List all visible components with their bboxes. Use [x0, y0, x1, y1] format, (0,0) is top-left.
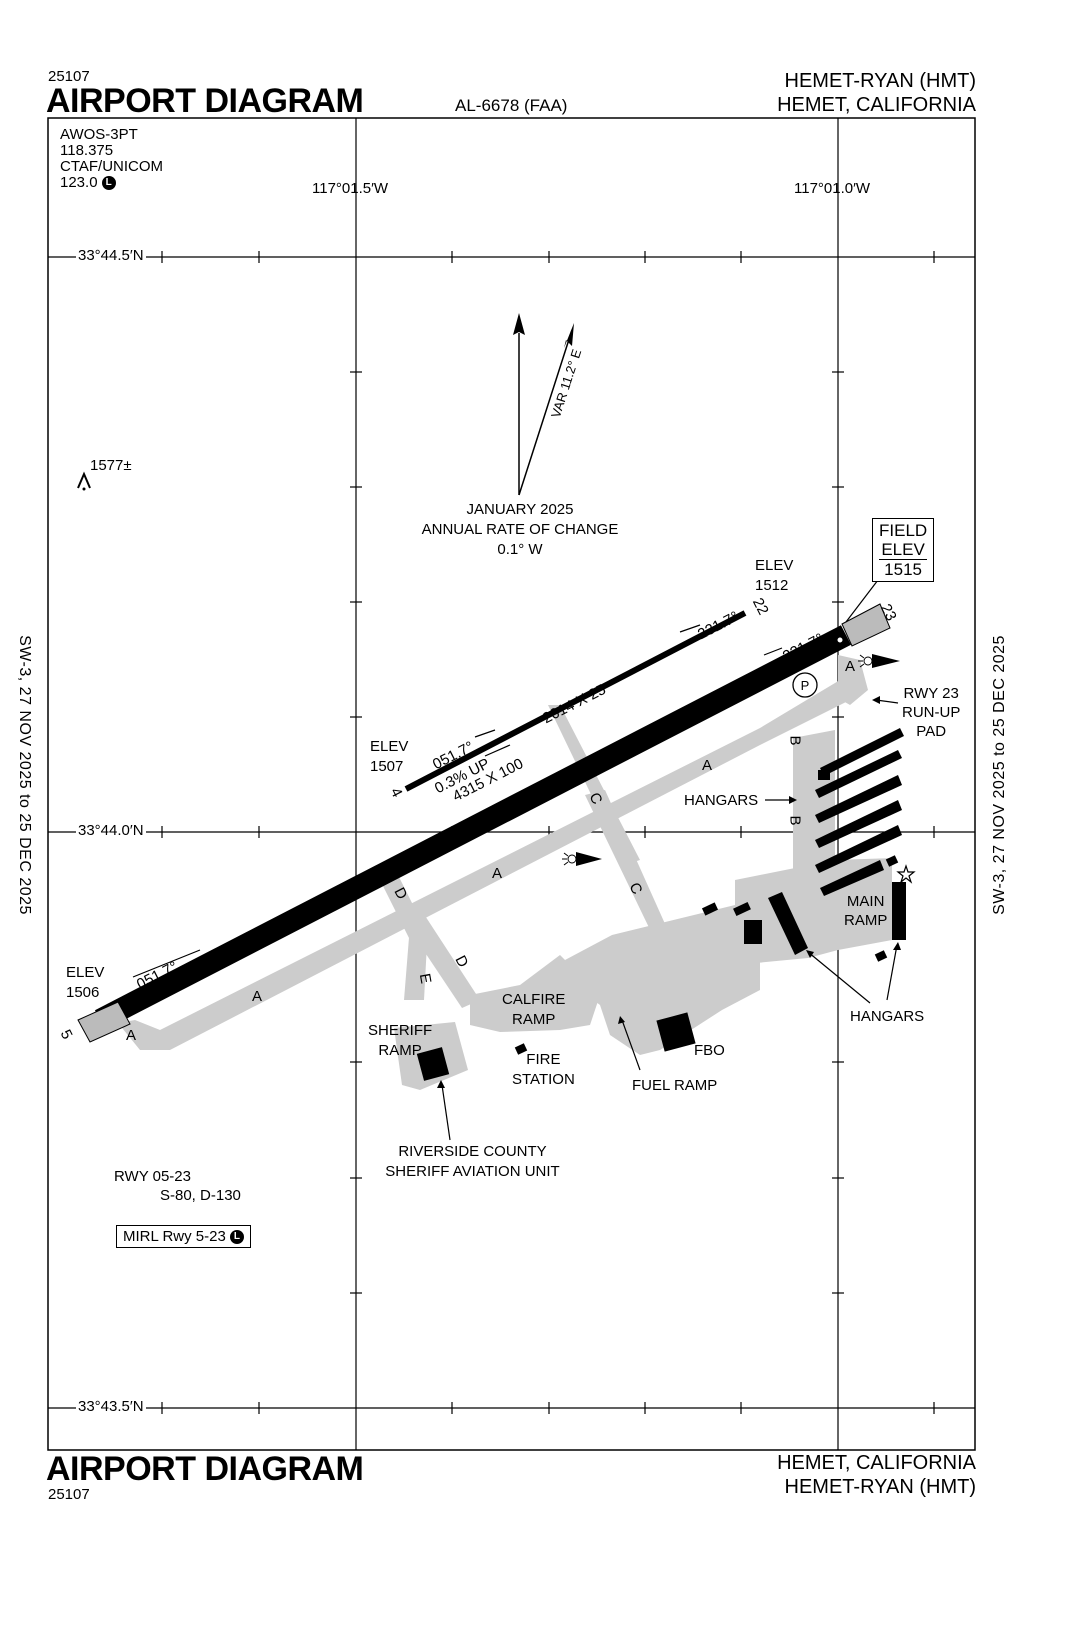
field-elev-box: FIELD ELEV 1515 — [872, 518, 935, 582]
obstacle-icon — [77, 471, 91, 489]
runup-pad-line2: RUN-UP — [902, 704, 961, 721]
field-elev-label1: FIELD — [879, 521, 928, 540]
magnetic-north-line — [518, 329, 573, 496]
al-number: AL-6678 (FAA) — [455, 96, 568, 115]
windsock-icon — [858, 654, 900, 668]
mirl-box: MIRL Rwy 5-23 L — [116, 1225, 251, 1248]
hangars — [416, 728, 906, 1081]
calfire-line1: CALFIRE — [502, 991, 566, 1008]
lat-top: 33°44.5′N — [76, 247, 146, 264]
fuel-ramp-label: FUEL RAMP — [632, 1077, 718, 1094]
rwy-5-overrun — [77, 1001, 131, 1043]
fire-station-label: FIRE STATION — [512, 1050, 575, 1090]
main-ramp-line2: RAMP — [844, 912, 888, 929]
mag-rate-label: ANNUAL RATE OF CHANGE — [421, 521, 619, 538]
rwy-5-elev-label: ELEV — [66, 964, 105, 981]
rwy-info-label: RWY 05-23 — [114, 1168, 191, 1185]
parking-label: P — [801, 678, 810, 693]
obstacle-elev: 1577± — [90, 457, 132, 474]
chart-number-top: 25107 — [48, 68, 90, 85]
rwy-23-overrun — [841, 603, 891, 647]
mag-epoch: JANUARY 2025 — [466, 501, 574, 518]
hangars-label-top: HANGARS — [684, 792, 759, 809]
riverside-line2: SHERIFF AVIATION UNIT — [385, 1163, 560, 1180]
taxiway-a-label: A — [252, 988, 263, 1005]
hangars-label-bottom: HANGARS — [850, 1008, 925, 1025]
page-title-bottom: AIRPORT DIAGRAM — [46, 1450, 364, 1488]
magnetic-north-arrowhead — [564, 323, 574, 348]
main-ramp-line1: MAIN — [846, 893, 885, 910]
grid-ticks — [161, 251, 935, 1414]
map-frame — [47, 117, 976, 1451]
chart-number-bottom: 25107 — [48, 1486, 90, 1503]
leader-lines — [132, 579, 899, 1141]
side-text-left: SW-3, 27 NOV 2025 to 25 DEC 2025 — [16, 635, 33, 915]
side-text-right: SW-3, 27 NOV 2025 to 25 DEC 2025 — [991, 635, 1008, 915]
runway-5-23 — [94, 625, 852, 1030]
runup-pad-label: RWY 23 RUN-UP PAD — [902, 684, 960, 741]
runup-pad-line3: PAD — [916, 723, 947, 740]
mirl-label: MIRL Rwy 5-23 — [123, 1228, 226, 1245]
taxiway-a-label: A — [845, 658, 856, 675]
mag-rate: 0.1° W — [497, 541, 543, 558]
taxiway-a-label: A — [492, 865, 503, 882]
rwy-5-elev: 1506 — [66, 984, 100, 1001]
fire-station-line2: STATION — [512, 1071, 575, 1088]
riverside-label: RIVERSIDE COUNTY SHERIFF AVIATION UNIT — [385, 1142, 560, 1182]
lon-right: 117°01.0′W — [794, 180, 871, 197]
taxiway-a-label: A — [126, 1027, 137, 1044]
taxiway-b-label: B — [786, 735, 804, 746]
sheriff-ramp-label: SHERIFF RAMP — [368, 1021, 432, 1061]
sheriff-line1: SHERIFF — [368, 1022, 433, 1039]
field-elev-point — [836, 636, 844, 644]
main-ramp-label: MAIN RAMP — [844, 892, 887, 930]
parking-icon — [792, 672, 818, 698]
rwy-4-elev-block: ELEV 1507 — [370, 737, 408, 777]
airport-name-bottom: HEMET-RYAN (HMT) — [784, 1476, 976, 1498]
awos-freq: 118.375 — [60, 142, 114, 159]
fbo-label: FBO — [694, 1042, 725, 1059]
calfire-ramp-label: CALFIRE RAMP — [502, 990, 565, 1030]
rwy-5-elev-block: ELEV 1506 — [66, 963, 104, 1003]
city-top: HEMET, CALIFORNIA — [777, 94, 976, 116]
taxiway-a-label: A — [702, 757, 713, 774]
runup-pad-line1: RWY 23 — [903, 685, 959, 702]
rwy-22-elev: 1512 — [755, 577, 789, 594]
city-bottom: HEMET, CALIFORNIA — [777, 1452, 976, 1474]
windsock-icon — [562, 852, 602, 866]
rwy-22-elev-block: ELEV 1512 — [755, 556, 793, 596]
ctaf-label: CTAF/UNICOM — [60, 158, 164, 175]
calfire-line2: RAMP — [512, 1011, 556, 1028]
leader-arrowheads — [437, 696, 901, 1088]
ctaf-freq: 123.0 — [60, 174, 98, 191]
fire-station-line1: FIRE — [526, 1051, 561, 1068]
rwy-strength: S-80, D-130 — [160, 1187, 241, 1204]
page-title: AIRPORT DIAGRAM — [46, 82, 364, 120]
runway-4-22 — [404, 610, 747, 792]
mag-change-block: JANUARY 2025 ANNUAL RATE OF CHANGE 0.1° … — [420, 500, 620, 560]
lon-left: 117°01.5′W — [312, 180, 389, 197]
field-elev-label2: ELEV — [881, 540, 925, 559]
awos-label: AWOS-3PT — [60, 126, 138, 143]
lat-bottom: 33°43.5′N — [76, 1398, 146, 1415]
lighting-l-icon: L — [101, 176, 116, 191]
airport-name-top: HEMET-RYAN (HMT) — [784, 70, 976, 92]
rwy-4-elev-label: ELEV — [370, 738, 409, 755]
taxiway-b-label: B — [786, 815, 804, 826]
rwy-4-elev: 1507 — [370, 758, 404, 775]
true-north-arrowhead — [513, 313, 525, 335]
field-elev-value: 1515 — [879, 559, 928, 579]
beacon-icon — [896, 864, 916, 884]
comms-block: AWOS-3PT 118.375 CTAF/UNICOM 123.0 L — [60, 127, 163, 191]
sheriff-line2: RAMP — [378, 1042, 422, 1059]
rwy-22-elev-label: ELEV — [755, 557, 794, 574]
riverside-line1: RIVERSIDE COUNTY — [398, 1143, 547, 1160]
lat-mid: 33°44.0′N — [76, 822, 146, 839]
lighting-l-icon: L — [229, 1230, 244, 1245]
